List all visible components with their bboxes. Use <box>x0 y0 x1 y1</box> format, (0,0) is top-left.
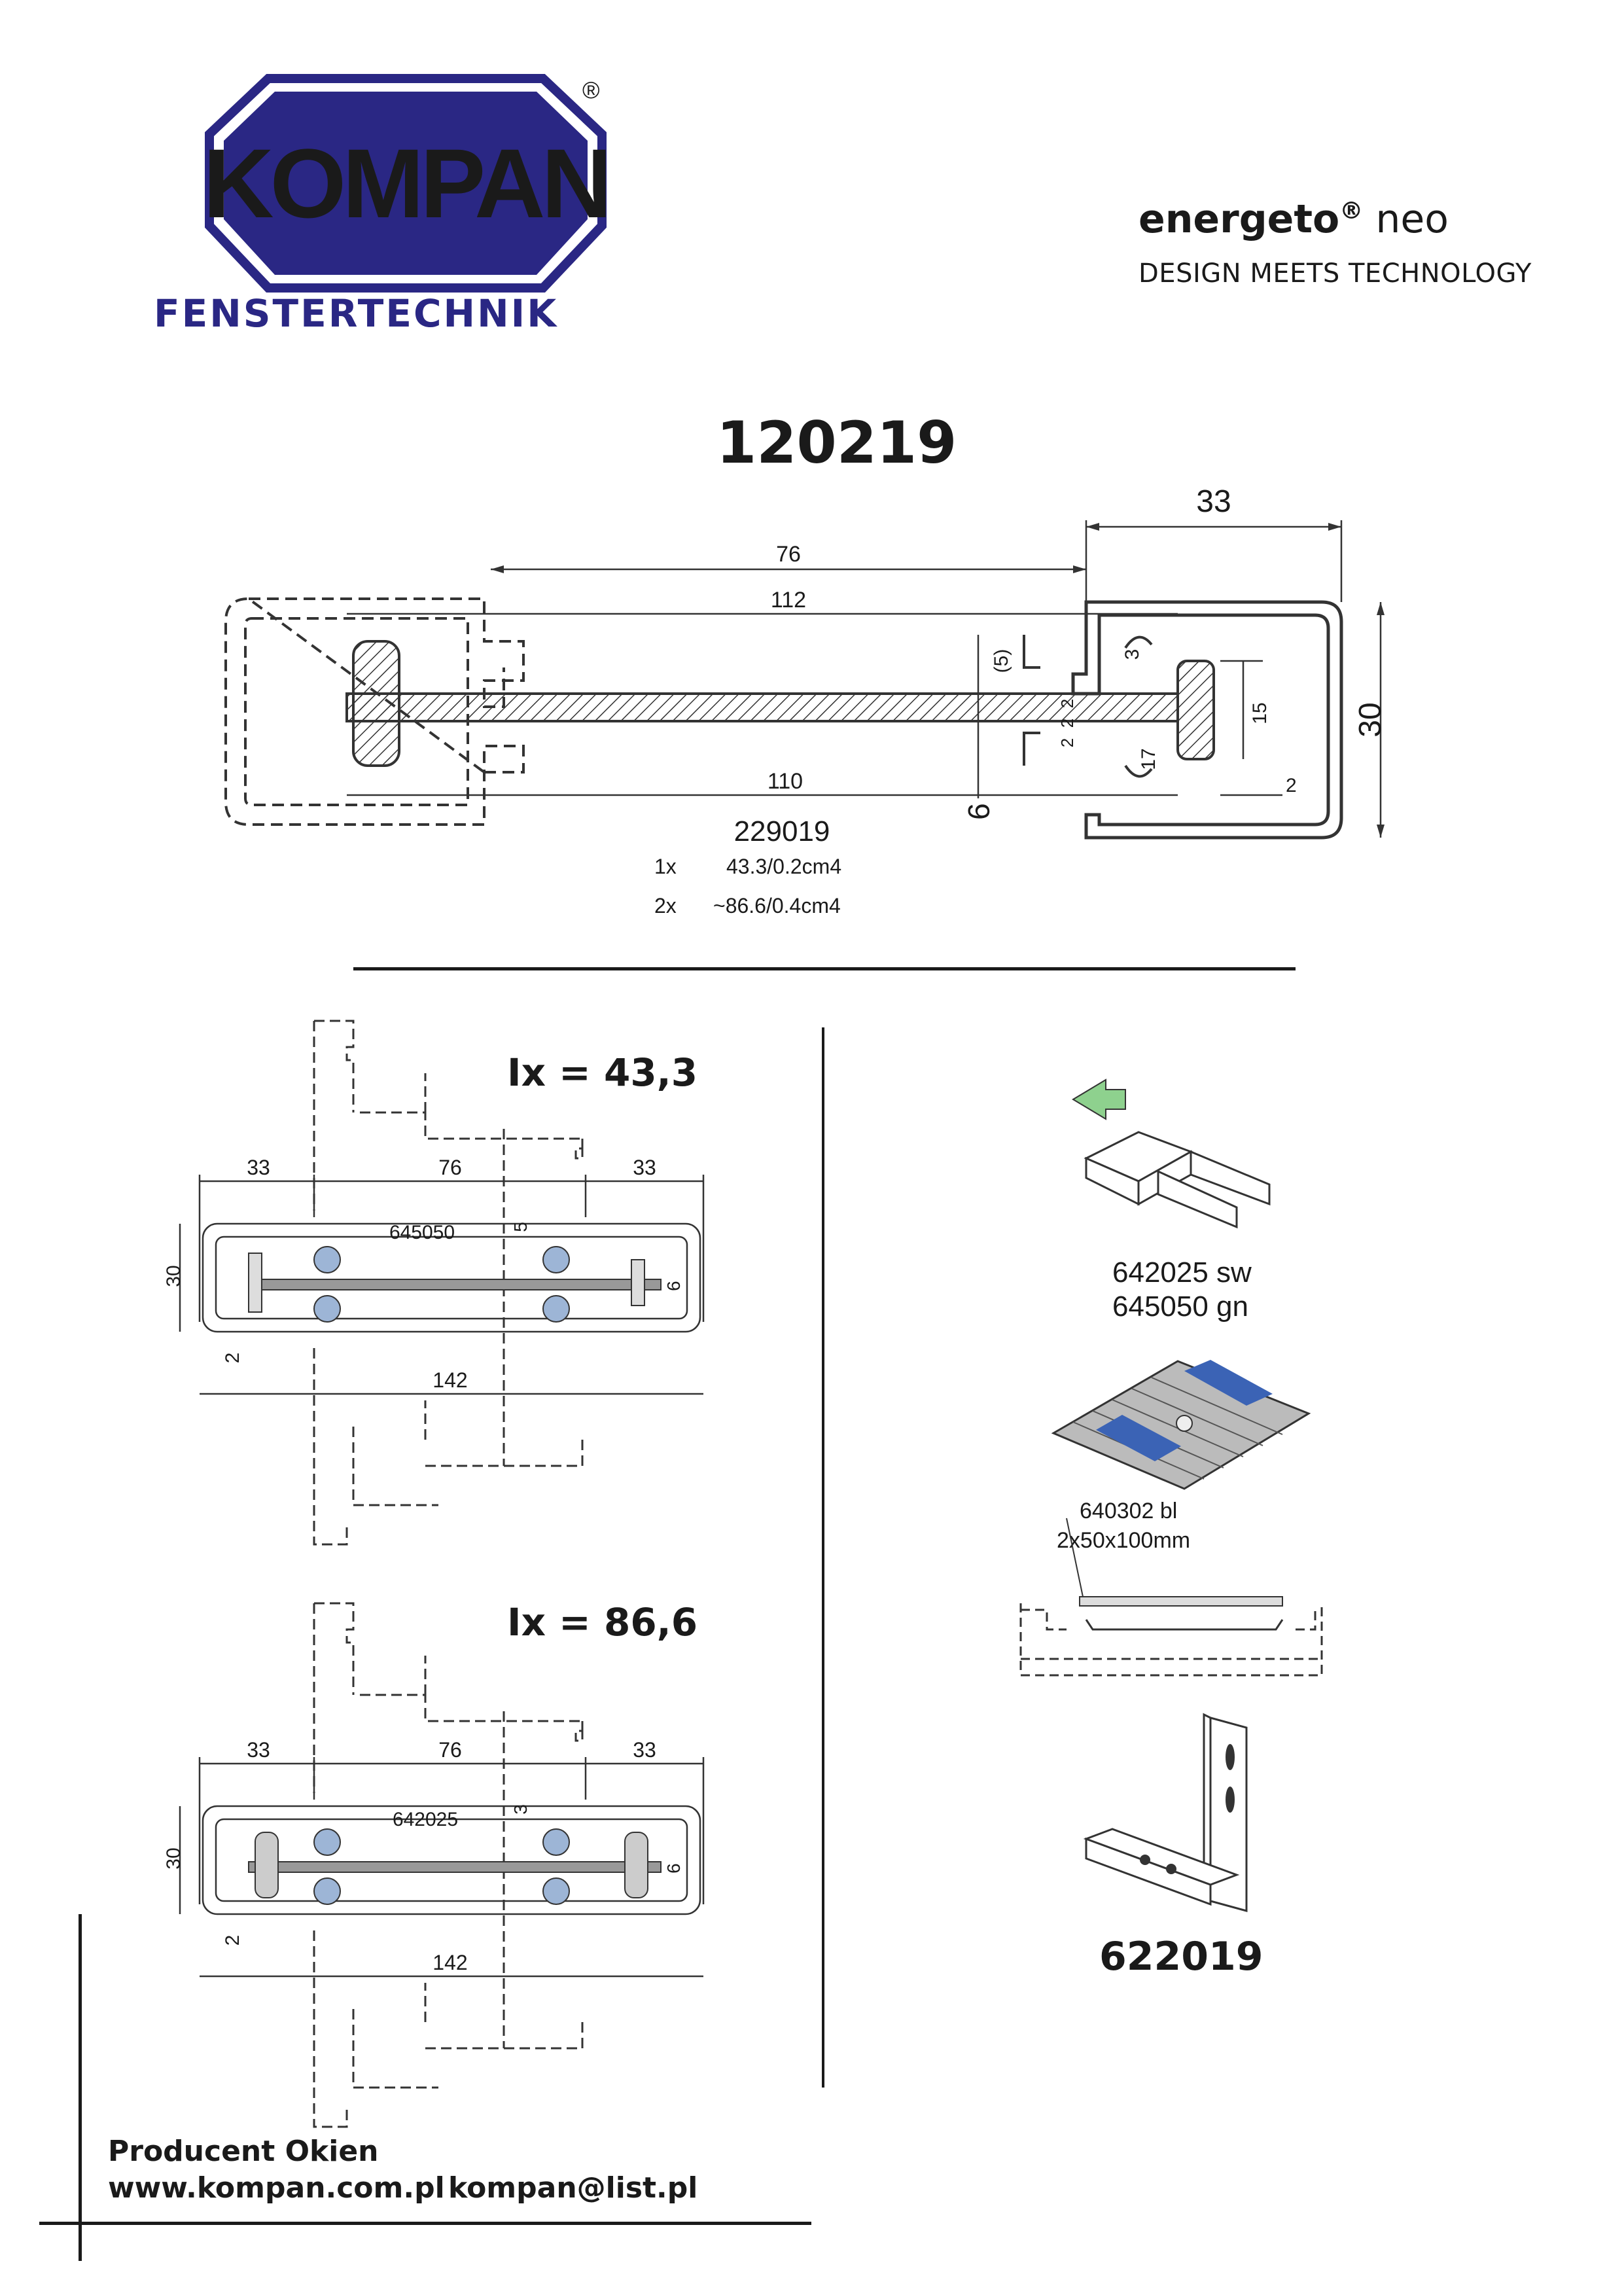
brand-title: energeto <box>1139 196 1340 242</box>
dim-3: 3 <box>1121 649 1143 660</box>
dim-110: 110 <box>768 769 803 794</box>
footer-horizontal-rule <box>39 2222 811 2225</box>
footer-producer: Producent Okien <box>108 2135 379 2168</box>
dim-33: 33 <box>1196 484 1231 519</box>
footer-vertical-rule <box>79 1914 82 2261</box>
s2-dim-mid: 76 <box>438 1738 462 1762</box>
s1-dim-mid: 76 <box>438 1156 462 1179</box>
connector-illustration <box>1072 1078 1271 1229</box>
section2-ix: Ix = 86,6 <box>507 1600 698 1645</box>
brand-tagline: DESIGN MEETS TECHNOLOGY <box>1139 258 1532 289</box>
dim-5-bracketed: (5) <box>991 649 1012 673</box>
insert-arrow-icon <box>1072 1078 1126 1120</box>
s2-dim-small: 2 <box>222 1935 243 1946</box>
bracket-code: 622019 <box>1099 1934 1263 1980</box>
s2-dim-right: 33 <box>633 1738 656 1762</box>
logo-subline: FENSTERTECHNIK <box>154 291 559 336</box>
dim-9: 9 <box>962 803 996 820</box>
section2-drawing: 33 76 33 30 142 2 9 3 642025 <box>163 1602 705 2128</box>
pad-code: 640302 bl <box>1080 1499 1178 1523</box>
footer-website[interactable]: www.kompan.com.pl <box>108 2171 445 2205</box>
inertia-2-qty: 2x <box>654 894 677 917</box>
s2-dim-nine: 9 <box>663 1863 684 1874</box>
brand-name: energeto® neo <box>1139 196 1449 242</box>
footer-email[interactable]: kompan@list.pl <box>448 2171 698 2205</box>
brand-suffix: neo <box>1363 196 1449 242</box>
column-divider <box>822 1027 824 2088</box>
s1-part: 645050 <box>389 1222 455 1243</box>
s1-dim-left: 33 <box>247 1156 270 1179</box>
registered-mark: ® <box>582 77 600 103</box>
dim-2b: 2 <box>1057 719 1077 728</box>
dim-112: 112 <box>771 588 806 613</box>
s1-dim-nine: 9 <box>663 1281 684 1291</box>
pad-size: 2x50x100mm <box>1057 1528 1191 1553</box>
section1-drawing: 33 76 33 30 142 2 9 5 645050 <box>163 1020 705 1546</box>
s2-dim-total: 142 <box>432 1951 467 1974</box>
dim-30: 30 <box>1353 702 1388 737</box>
s2-dim-three: 3 <box>510 1804 531 1815</box>
dim-2a: 2 <box>1057 699 1077 708</box>
connector-code-1: 642025 sw <box>1112 1256 1252 1289</box>
s1-dim-right: 33 <box>633 1156 656 1179</box>
s2-dim-height: 30 <box>163 1847 185 1869</box>
logo-wordmark: KOMPAN <box>203 128 609 238</box>
s1-dim-total: 142 <box>432 1368 467 1392</box>
dim-15: 15 <box>1249 702 1271 724</box>
kompan-logo: KOMPAN ® <box>190 72 622 294</box>
dim-2: 2 <box>1286 775 1297 796</box>
profile-code: 120219 <box>716 409 957 476</box>
brand-mark: ® <box>1339 198 1364 224</box>
profile-cross-section: 33 76 112 110 30 (5) 3 15 17 2 9 2 2 2 2… <box>224 484 1388 917</box>
s2-part: 642025 <box>393 1809 458 1830</box>
pad-mount-section <box>1019 1518 1323 1677</box>
reinforcement-code: 229019 <box>734 815 830 847</box>
dim-2c: 2 <box>1057 738 1077 747</box>
pad-illustration <box>1051 1360 1311 1490</box>
dim-17: 17 <box>1138 748 1159 770</box>
s2-dim-left: 33 <box>247 1738 270 1762</box>
section-divider <box>353 967 1296 970</box>
s1-dim-height: 30 <box>163 1265 185 1287</box>
inertia-2-value: ~86.6/0.4cm4 <box>713 894 841 917</box>
bracket-illustration <box>1083 1713 1248 1912</box>
logo-hexagon-icon: KOMPAN ® <box>203 74 612 293</box>
connector-code-2: 645050 gn <box>1112 1290 1248 1323</box>
s1-dim-five: 5 <box>510 1222 531 1232</box>
s1-dim-small: 2 <box>222 1353 243 1364</box>
dim-76: 76 <box>776 542 801 567</box>
inertia-1-value: 43.3/0.2cm4 <box>726 855 841 878</box>
inertia-1-qty: 1x <box>654 855 677 878</box>
section1-ix: Ix = 43,3 <box>507 1050 698 1095</box>
